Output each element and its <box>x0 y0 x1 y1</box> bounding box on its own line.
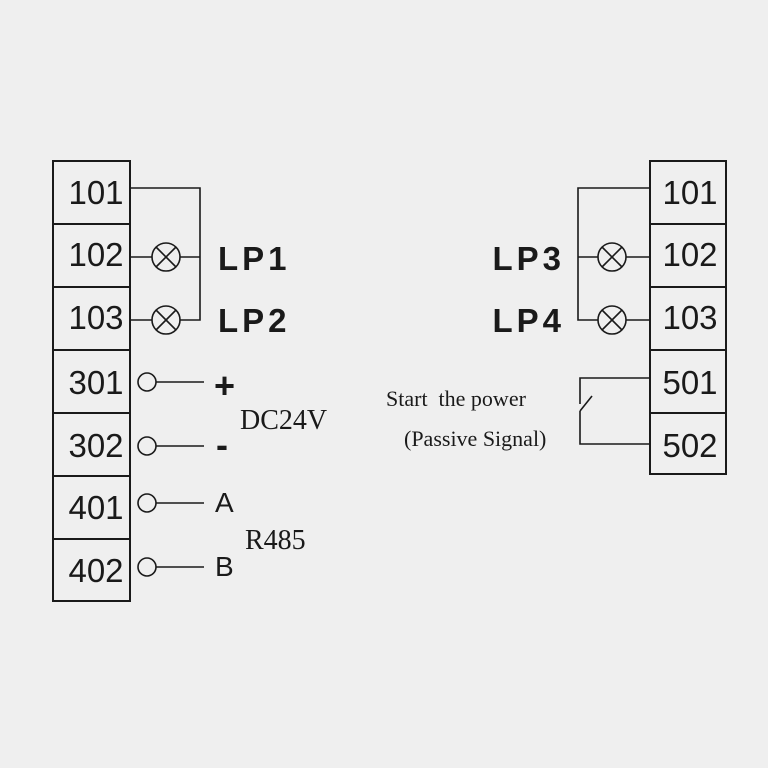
plus-sign: + <box>214 365 235 406</box>
left-terminal-102-label: 102 <box>68 236 123 273</box>
left-terminal-101-cell <box>52 160 131 225</box>
left-io-wiring: + - DC24V A B R485 <box>137 365 327 582</box>
lp2-label: LP2 <box>218 302 291 339</box>
terminal-301-point <box>137 372 157 392</box>
left-terminal-302-label: 302 <box>68 427 123 464</box>
left-terminal-103-label: 103 <box>68 299 123 336</box>
terminal-402-point <box>137 557 157 577</box>
switch-wire-502 <box>579 411 650 445</box>
start-power-switch: Start the power (Passive Signal) <box>386 377 650 451</box>
right-terminal-102-label: 102 <box>662 236 717 273</box>
b-label: B <box>215 551 234 582</box>
right-terminal-501-cell <box>649 349 727 414</box>
passive-signal-label: (Passive Signal) <box>404 426 546 451</box>
right-lamp-wiring: LP3 LP4 <box>492 187 650 339</box>
left-terminal-102-cell <box>52 223 131 288</box>
right-terminal-103-label: 103 <box>662 299 717 336</box>
terminal-401-point <box>137 493 157 513</box>
left-terminal-301-label: 301 <box>68 364 123 401</box>
a-label: A <box>215 487 234 518</box>
start-power-label: Start the power <box>386 386 527 411</box>
right-terminal-103-cell <box>649 286 727 351</box>
left-lamp-wiring: LP1 LP2 <box>130 187 291 339</box>
left-terminal-401-cell <box>52 475 131 540</box>
left-common-wire <box>130 187 201 321</box>
right-common-wire <box>577 187 650 321</box>
lp2-lamp-icon <box>151 305 181 335</box>
lp1-label: LP1 <box>218 240 291 277</box>
left-terminal-401-label: 401 <box>68 489 123 526</box>
r485-label: R485 <box>245 525 306 556</box>
left-terminal-101-label: 101 <box>68 174 123 211</box>
right-terminal-block: 101 102 103 501 502 <box>649 160 727 475</box>
right-terminal-101-label: 101 <box>662 174 717 211</box>
lp3-label: LP3 <box>492 240 565 277</box>
lp3-lamp-icon <box>597 242 627 272</box>
left-terminal-301-cell <box>52 349 131 414</box>
right-terminal-502-label: 502 <box>662 427 717 464</box>
lp1-lamp-icon <box>151 242 181 272</box>
dc24v-label: DC24V <box>240 405 327 436</box>
right-terminal-102-cell <box>649 223 727 288</box>
right-terminal-101-cell <box>649 160 727 225</box>
lp4-label: LP4 <box>492 302 565 339</box>
switch-contact-icon <box>579 395 593 412</box>
left-terminal-402-label: 402 <box>68 552 123 589</box>
left-terminal-block: 101 102 103 301 302 401 402 <box>52 160 131 602</box>
switch-wire-501 <box>579 377 650 404</box>
minus-sign: - <box>216 424 228 465</box>
terminal-302-point <box>137 436 157 456</box>
lp4-lamp-icon <box>597 305 627 335</box>
left-terminal-402-cell <box>52 538 131 602</box>
right-terminal-501-label: 501 <box>662 364 717 401</box>
